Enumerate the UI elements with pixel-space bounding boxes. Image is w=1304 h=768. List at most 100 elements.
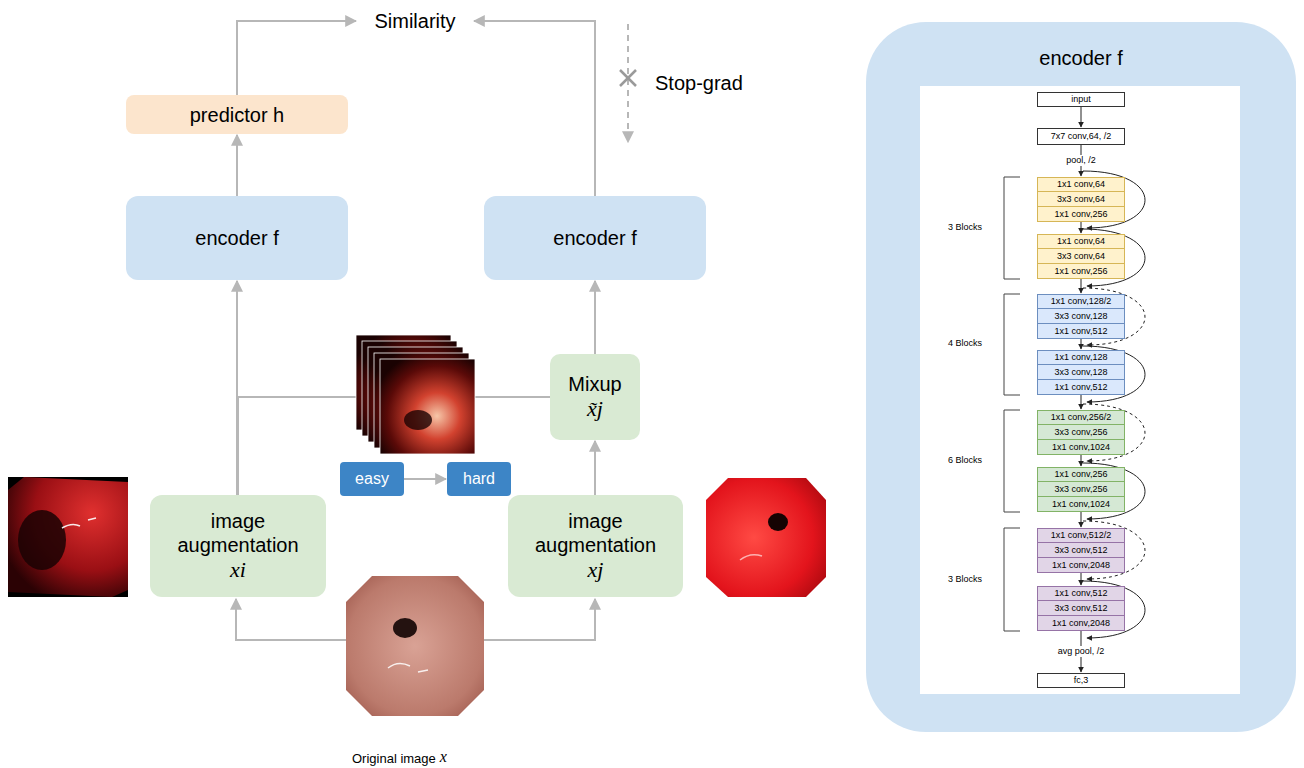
conv-layer-box: 1x1 conv,512 <box>1037 380 1125 395</box>
node-text: encoder f <box>1039 46 1122 70</box>
connector <box>594 281 596 354</box>
node-text: 3x3 conv,64 <box>1057 194 1105 205</box>
stop-grad-cross <box>620 70 636 86</box>
node-text: 1x1 conv,512 <box>1055 382 1108 393</box>
node-text: 3x3 conv,256 <box>1055 484 1108 495</box>
node-text: 1x1 conv,2048 <box>1052 618 1110 629</box>
node-text: image augmentation <box>514 509 677 557</box>
block-count: 3 Blocks <box>948 222 982 233</box>
image-caption: Original image <box>352 751 436 767</box>
image-detail <box>740 555 762 560</box>
conv-layer-box: 1x1 conv,256 <box>1037 207 1125 222</box>
node-text: 1x1 conv,512 <box>1055 588 1108 599</box>
input-arrow <box>484 599 595 640</box>
connector <box>1081 395 1082 409</box>
conv-layer-box: 1x1 conv,512 <box>1037 324 1125 339</box>
connector <box>237 21 356 95</box>
node-text: 3x3 conv,64 <box>1057 251 1105 262</box>
connector <box>474 21 595 196</box>
augmentation-box: image augmentationxi <box>150 495 326 597</box>
conv-layer-box: 3x3 conv,256 <box>1037 425 1125 440</box>
layer-box: 7x7 conv,64, /2 <box>1037 128 1125 145</box>
node-text: 1x1 conv,512/2 <box>1051 530 1111 541</box>
node-text: Similarity <box>374 9 455 33</box>
difficulty-box: hard <box>447 462 511 496</box>
node-text: 3x3 conv,128 <box>1055 367 1108 378</box>
conv-layer-box: 3x3 conv,128 <box>1037 365 1125 380</box>
node-text: 1x1 conv,64 <box>1057 179 1105 190</box>
layer-box: fc,3 <box>1037 673 1125 688</box>
node-text: 3x3 conv,512 <box>1055 545 1108 556</box>
node-text: 1x1 conv,256 <box>1055 469 1108 480</box>
node-text: 1x1 conv,256 <box>1055 266 1108 277</box>
augmented-image <box>706 478 826 597</box>
conv-layer-box: 3x3 conv,64 <box>1037 249 1125 264</box>
resnet-panel <box>920 86 1240 694</box>
node-text: 1x1 conv,1024 <box>1052 442 1110 453</box>
connector <box>236 135 238 196</box>
mixup-stack <box>380 359 475 454</box>
conv-layer-box: 3x3 conv,64 <box>1037 192 1125 207</box>
node-text: 1x1 conv,2048 <box>1052 560 1110 571</box>
node-text: 1x1 conv,128 <box>1055 352 1108 363</box>
node-text: 1x1 conv,64 <box>1057 236 1105 247</box>
node-text: 1x1 conv,256 <box>1055 209 1108 220</box>
conv-layer-box: 1x1 conv,256 <box>1037 264 1125 279</box>
node-text: 1x1 conv,128/2 <box>1051 296 1111 307</box>
node-text: fc,3 <box>1074 675 1089 686</box>
encoder-box: encoder f <box>484 196 706 280</box>
node-text: 1x1 conv,1024 <box>1052 499 1110 510</box>
conv-layer-box: 3x3 conv,256 <box>1037 482 1125 497</box>
image-detail <box>388 663 428 672</box>
node-text: encoder f <box>195 226 278 250</box>
node-text: 1x1 conv,512 <box>1055 326 1108 337</box>
connector <box>1081 573 1082 585</box>
node-text: 3x3 conv,256 <box>1055 427 1108 438</box>
input-arrow <box>236 599 346 640</box>
node-text: xi <box>230 557 246 583</box>
connector <box>1081 279 1082 293</box>
node-text: image augmentation <box>156 509 320 557</box>
encoder-panel: encoder f input 7x7 conv,64, /2 1x1 conv,64… <box>866 22 1296 732</box>
conv-layer-box: 1x1 conv,1024 <box>1037 440 1125 455</box>
connector <box>1081 222 1082 233</box>
layer-box: input <box>1037 92 1125 107</box>
node-text: Mixup <box>568 372 621 396</box>
connector <box>594 441 596 495</box>
connector <box>404 478 446 480</box>
conv-layer-box: 1x1 conv,64 <box>1037 234 1125 249</box>
augmented-image <box>8 477 128 597</box>
node-text: 3x3 conv,512 <box>1055 603 1108 614</box>
encoder-panel <box>866 22 1296 732</box>
block-bracket <box>1004 294 1020 395</box>
connector <box>1081 107 1082 127</box>
conv-layer-box: 1x1 conv,128 <box>1037 350 1125 365</box>
annotation: Stop-grad <box>655 71 743 95</box>
block-count: 4 Blocks <box>948 338 982 349</box>
node-text: 3x3 conv,128 <box>1055 311 1108 322</box>
augmentation-box: image augmentationxj <box>508 495 683 597</box>
block-bracket <box>1004 410 1020 512</box>
conv-layer-box: 1x1 conv,256/2 <box>1037 410 1125 425</box>
connector <box>1081 339 1082 349</box>
node-text: hard <box>463 469 495 488</box>
node-text: 7x7 conv,64, /2 <box>1051 131 1111 142</box>
image-detail <box>404 410 432 430</box>
image-detail <box>768 513 788 531</box>
image-detail <box>393 618 417 638</box>
conv-layer-box: 1x1 conv,2048 <box>1037 558 1125 573</box>
connector <box>1081 512 1082 527</box>
stop-grad-cross <box>620 70 636 86</box>
image-detail <box>62 518 96 528</box>
conv-layer-box: 3x3 conv,512 <box>1037 543 1125 558</box>
connector <box>1081 455 1082 466</box>
conv-layer-box: 1x1 conv,2048 <box>1037 616 1125 631</box>
conv-layer-box: 1x1 conv,512 <box>1037 586 1125 601</box>
block-bracket <box>1004 177 1020 279</box>
conv-layer-box: 1x1 conv,64 <box>1037 177 1125 192</box>
encoder-box: encoder f <box>126 196 348 280</box>
conv-layer-box: 1x1 conv,1024 <box>1037 497 1125 512</box>
node-text: easy <box>355 469 389 488</box>
math-symbol: x <box>440 747 447 766</box>
augmented-image <box>8 477 128 597</box>
